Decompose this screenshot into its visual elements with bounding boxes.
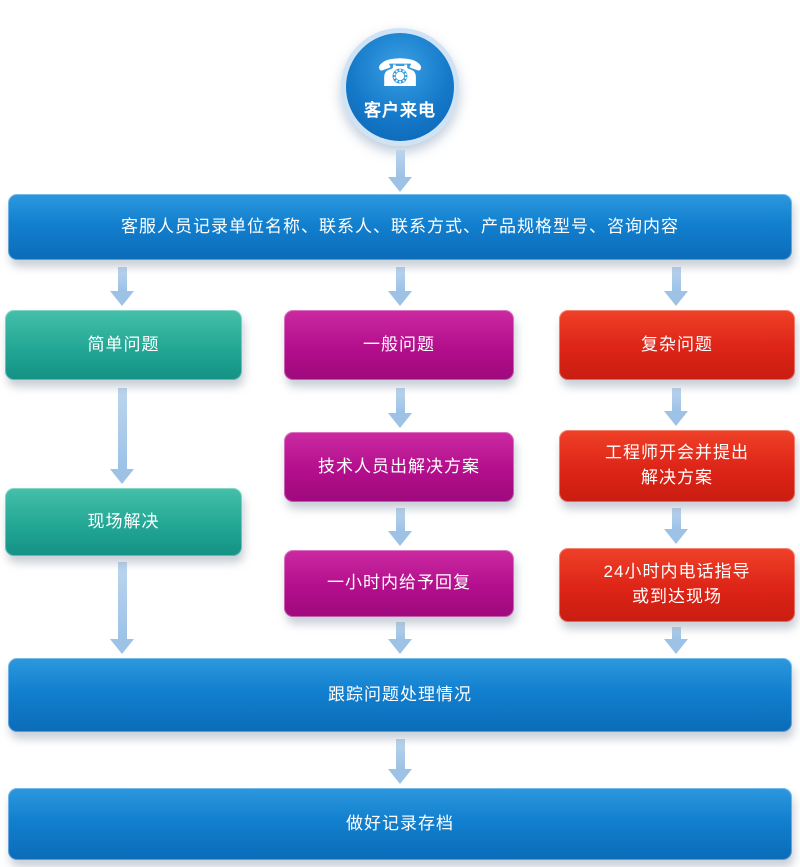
flow-arrow-down-icon (110, 562, 134, 654)
start-node: ☎ 客户来电 (341, 28, 459, 146)
record-step-node: 客服人员记录单位名称、联系人、联系方式、产品规格型号、咨询内容 (8, 194, 792, 260)
onsite-resolution-node: 现场解决 (5, 488, 242, 556)
flow-arrow-down-icon (388, 267, 412, 306)
flow-arrow-down-icon (388, 388, 412, 428)
start-node-label: 客户来电 (364, 100, 436, 120)
flow-arrow-down-icon (664, 508, 688, 544)
flow-arrow-down-icon (388, 622, 412, 654)
one-hour-reply-node: 一小时内给予回复 (284, 550, 514, 617)
archive-records-node: 做好记录存档 (8, 788, 792, 860)
complex-problem-node: 复杂问题 (559, 310, 795, 380)
tech-solution-node: 技术人员出解决方案 (284, 432, 514, 502)
general-problem-node: 一般问题 (284, 310, 514, 380)
flow-arrow-down-icon (388, 739, 412, 784)
flow-arrow-down-icon (110, 267, 134, 306)
flow-arrow-down-icon (664, 388, 688, 426)
track-progress-node: 跟踪问题处理情况 (8, 658, 792, 732)
flow-arrow-down-icon (110, 388, 134, 484)
flow-arrow-down-icon (388, 150, 412, 192)
phone-icon: ☎ (376, 52, 424, 95)
flow-arrow-down-icon (664, 267, 688, 306)
engineer-meeting-node: 工程师开会并提出 解决方案 (559, 430, 795, 502)
flow-arrow-down-icon (388, 508, 412, 546)
phone-guidance-node: 24小时内电话指导 或到达现场 (559, 548, 795, 622)
flow-arrow-down-icon (664, 627, 688, 654)
simple-problem-node: 简单问题 (5, 310, 242, 380)
